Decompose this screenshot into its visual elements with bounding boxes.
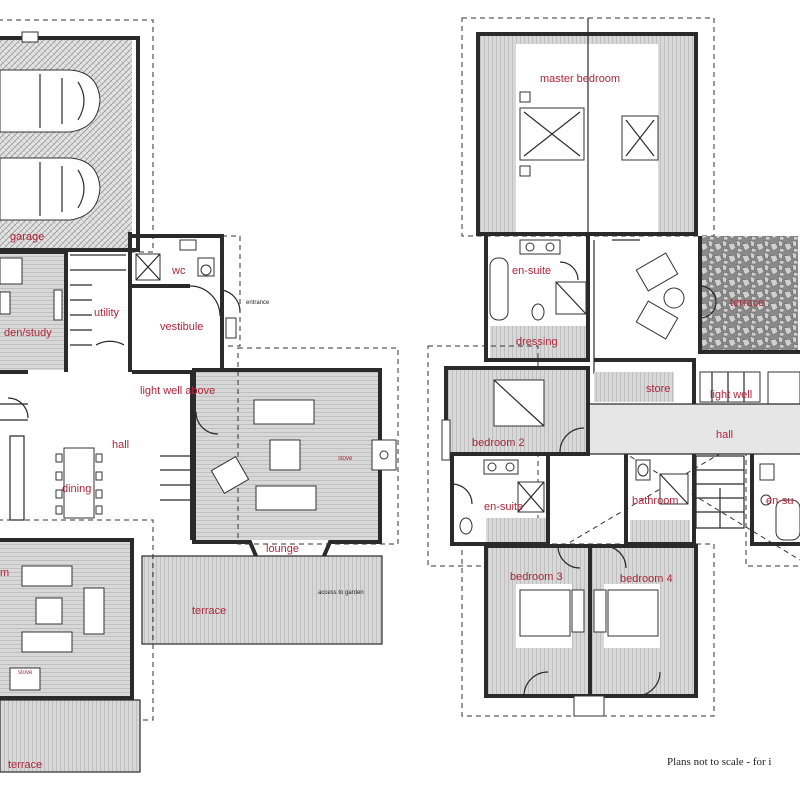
label-en-suite-right: en-su <box>766 495 794 507</box>
dressing-floor <box>490 326 586 358</box>
label-lounge: lounge <box>266 543 299 555</box>
footer-note: Plans not to scale - for i <box>667 756 772 768</box>
label-master-bedroom: master bedroom <box>540 73 620 85</box>
en-suite-2-wardrobe <box>486 518 546 542</box>
lower-terrace-floor <box>0 700 140 772</box>
first-floor-plan <box>427 17 800 717</box>
label-access-to-garden: access to garden <box>318 590 364 596</box>
label-vestibule: vestibule <box>160 321 203 333</box>
hall-floor <box>28 374 192 540</box>
label-first-hall: hall <box>716 429 733 441</box>
label-dining: dining <box>62 483 91 495</box>
label-store: store <box>646 383 670 395</box>
label-light-well-above: light well above <box>140 385 215 397</box>
car-icon <box>0 69 101 133</box>
label-terrace-upper: terrace <box>730 297 764 309</box>
label-terrace: terrace <box>192 605 226 617</box>
label-den-study: den/study <box>4 327 52 339</box>
label-bedroom-3: bedroom 3 <box>510 571 563 583</box>
label-bathroom: bathroom <box>632 495 678 507</box>
label-terrace-lower: terrace <box>8 759 42 771</box>
store-floor <box>594 372 674 402</box>
label-stove-lower: stove <box>18 670 33 676</box>
label-hall: hall <box>112 439 129 451</box>
label-bedroom-2: bedroom 2 <box>472 437 525 449</box>
upper-terrace-floor <box>702 236 798 350</box>
first-floor-hall <box>590 404 800 454</box>
label-garage: garage <box>10 231 44 243</box>
label-kitchen-partial: m <box>0 567 9 579</box>
label-stove: stove <box>338 456 353 462</box>
label-entrance: entrance <box>246 300 270 306</box>
label-wc: wc <box>171 265 186 277</box>
room-labels: garage wc entrance utility den/study ves… <box>0 73 794 771</box>
label-utility: utility <box>94 307 120 319</box>
label-en-suite-master: en-suite <box>512 265 551 277</box>
utility-floor <box>68 252 128 370</box>
terrace-floor <box>142 556 382 644</box>
label-light-well: light well <box>710 389 752 401</box>
label-dressing: dressing <box>516 336 558 348</box>
bathroom-wardrobe <box>630 520 690 542</box>
label-bedroom-4: bedroom 4 <box>620 573 673 585</box>
ground-floor-plan <box>0 19 399 773</box>
car-icon <box>0 157 101 221</box>
dining-table <box>55 447 103 519</box>
label-en-suite-2: en-suite <box>484 501 523 513</box>
